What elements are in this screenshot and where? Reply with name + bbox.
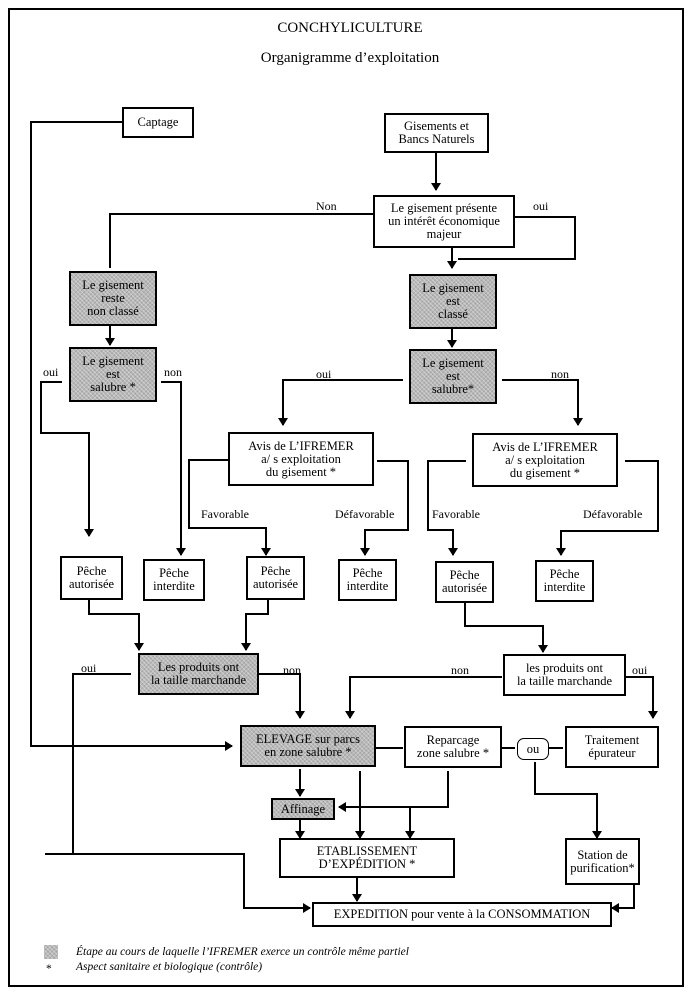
node-salubre-right: Le gisement est salubre* bbox=[409, 349, 497, 404]
edge-interet-classe bbox=[458, 216, 576, 260]
node-avis-ifremer-right: Avis de L’IFREMER a/ s exploitation du g… bbox=[472, 433, 618, 487]
label-non-taille-right: non bbox=[451, 663, 469, 677]
node-peche-interdite-2: Pêche interdite bbox=[338, 559, 397, 601]
edge-interet-nonclasse bbox=[109, 213, 373, 268]
label-non-salubre-left: non bbox=[164, 365, 182, 379]
node-elevage: ELEVAGE sur parcs en zone salubre * bbox=[240, 725, 376, 767]
node-captage: Captage bbox=[122, 107, 194, 138]
edge-taille-left-oui bbox=[72, 673, 131, 854]
edge-taille-right-oui bbox=[626, 676, 658, 719]
node-peche-interdite-1: Pêche interdite bbox=[143, 559, 205, 601]
legend-shaded-swatch bbox=[44, 945, 58, 959]
label-oui-taille-left: oui bbox=[81, 661, 97, 675]
label-oui-salubre-left: oui bbox=[43, 365, 59, 379]
edge-salubre-left-non bbox=[161, 381, 186, 556]
node-taille-marchande-right: les produits ont la taille marchande bbox=[503, 654, 626, 696]
node-peche-autorisee-3: Pêche autorisée bbox=[435, 561, 494, 603]
edge-taille-right-non bbox=[345, 676, 502, 719]
node-expedition-consommation: EXPEDITION pour vente à la CONSOMMATION bbox=[312, 902, 612, 927]
edge-peche2-taille bbox=[241, 600, 269, 651]
node-peche-interdite-3: Pêche interdite bbox=[535, 560, 594, 602]
legend-shaded-text: Étape au cours de laquelle l’IFREMER exe… bbox=[76, 946, 409, 958]
edge-bus-expedition bbox=[45, 853, 311, 913]
label-oui-top: oui bbox=[533, 199, 549, 213]
edge-avis-left-favorable bbox=[188, 459, 271, 556]
node-gisements-bancs-naturels: Gisements et Bancs Naturels bbox=[384, 113, 489, 153]
edge-salubre-right-non bbox=[502, 379, 583, 426]
edge-peche3-taille bbox=[464, 603, 548, 653]
node-salubre-left: Le gisement est salubre * bbox=[69, 347, 157, 402]
label-oui-salubre-right: oui bbox=[316, 367, 332, 381]
label-non-top: Non bbox=[316, 199, 337, 213]
legend-asterisk-text: Aspect sanitaire et biologique (contrôle… bbox=[76, 961, 263, 973]
label-non-taille-left: non bbox=[283, 663, 301, 677]
node-peche-autorisee-2: Pêche autorisée bbox=[246, 556, 305, 600]
diagram-title: CONCHYLICULTURE bbox=[277, 20, 423, 36]
node-non-classe: Le gisement reste non classé bbox=[69, 271, 157, 326]
edge-salubre-right-oui bbox=[278, 379, 403, 426]
edge-taille-left-non bbox=[259, 673, 305, 719]
node-classe: Le gisement est classé bbox=[409, 274, 497, 329]
node-traitement-epurateur: Traitement épurateur bbox=[565, 726, 659, 768]
node-etablissement-expedition: ETABLISSEMENT D’EXPÉDITION * bbox=[279, 838, 455, 878]
label-defavorable-2: Défavorable bbox=[583, 507, 643, 521]
node-ou: ou bbox=[517, 738, 549, 760]
diagram-subtitle: Organigramme d’exploitation bbox=[260, 50, 440, 66]
edge-reparcage-affinage bbox=[338, 771, 449, 812]
diagram-frame bbox=[8, 8, 684, 987]
edge-ou-station bbox=[534, 762, 602, 839]
edge-station-expedition bbox=[611, 884, 635, 913]
label-favorable-1: Favorable bbox=[201, 507, 249, 521]
edge-avis-right-defavorable bbox=[556, 460, 659, 556]
node-station-purification: Station de purification* bbox=[565, 838, 640, 885]
legend-asterisk-symbol: * bbox=[46, 963, 52, 975]
node-interet-economique: Le gisement présente un intérêt économiq… bbox=[373, 195, 515, 248]
node-peche-autorisee-1: Pêche autorisée bbox=[60, 556, 123, 600]
edge-salubre-left-oui bbox=[40, 381, 94, 537]
label-favorable-2: Favorable bbox=[432, 507, 480, 521]
edge-peche1-taille bbox=[88, 600, 144, 651]
label-non-salubre-right: non bbox=[551, 367, 569, 381]
node-reparcage: Reparcage zone salubre * bbox=[404, 726, 502, 768]
edge-avis-left-defavorable bbox=[360, 460, 409, 556]
label-oui-taille-right: oui bbox=[632, 663, 648, 677]
edge-avis-right-favorable bbox=[427, 460, 466, 556]
node-taille-marchande-left: Les produits ont la taille marchande bbox=[138, 653, 259, 695]
node-affinage: Affinage bbox=[271, 798, 335, 820]
label-defavorable-1: Défavorable bbox=[335, 507, 395, 521]
edge-captage-elevage bbox=[30, 121, 233, 751]
node-avis-ifremer-left: Avis de L’IFREMER a/ s exploitation du g… bbox=[228, 432, 374, 486]
